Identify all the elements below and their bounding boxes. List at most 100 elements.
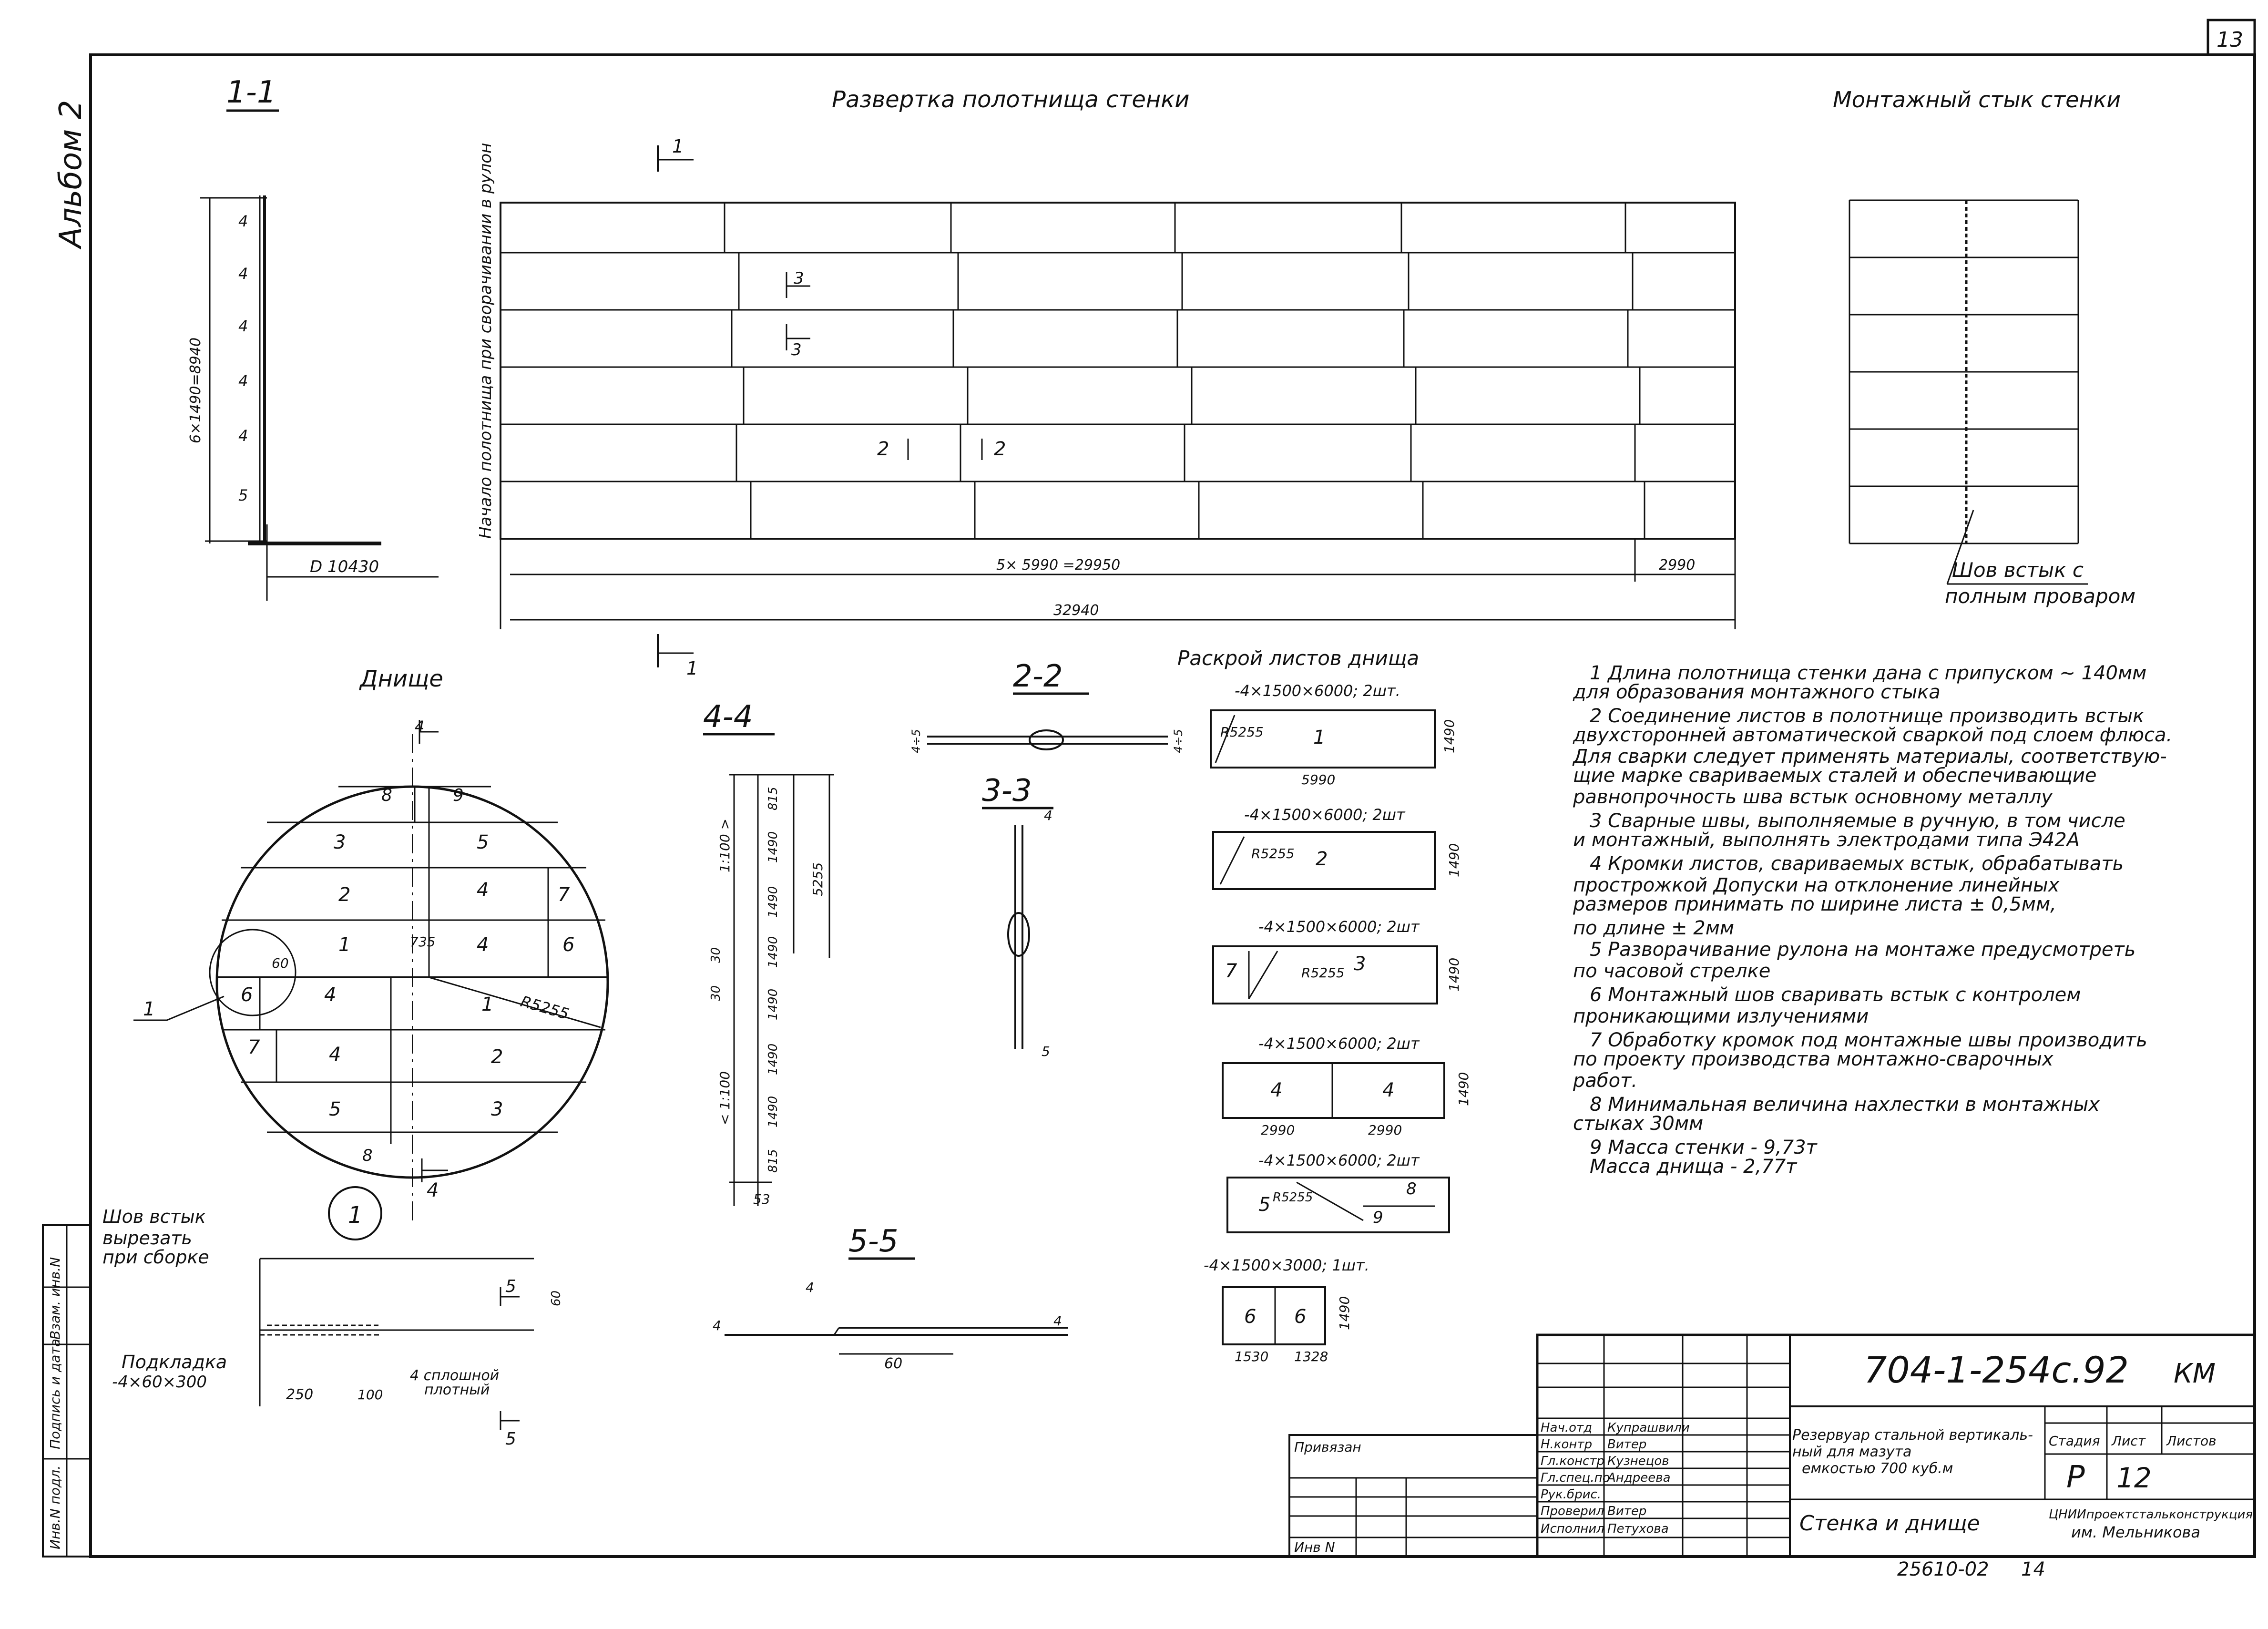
cut1-r: R5255	[1220, 724, 1264, 740]
s55-dim-60: 60	[884, 1355, 902, 1372]
name-7: Петухова	[1607, 1522, 1669, 1536]
bottom-radius: R5255	[519, 992, 571, 1023]
name-3: Кузнецов	[1607, 1454, 1669, 1468]
inv-label: Инв N	[1294, 1539, 1335, 1555]
note-line-5: Для сварки следует применять материалы, …	[1572, 746, 2167, 768]
bottom-plate-4-a: 4	[477, 879, 489, 901]
joint-title: Монтажный стык стенки	[1833, 87, 2121, 113]
sheet-header: Лист	[2111, 1433, 2146, 1449]
node1-title: 1	[348, 1202, 363, 1229]
s55-dim-left: 4	[713, 1318, 721, 1333]
bottom-plate-7-right: 7	[558, 884, 570, 906]
bottom-plate-4-c: 4	[324, 984, 336, 1006]
section-4-4: 4-4 815 1490 1490 1490 1490 1490 1490 81…	[703, 699, 834, 1207]
node1-label-solid: 4 сплошной	[410, 1367, 499, 1384]
wall-dim-2: 2990	[1659, 557, 1695, 574]
cut3-dim-w: 1490	[1446, 958, 1462, 992]
node1-label-cut: вырезать	[102, 1228, 192, 1249]
page-number: 13	[2217, 28, 2243, 52]
bottom-dim-60: 60	[272, 955, 289, 971]
s11-thk-3: 4	[238, 317, 248, 335]
note-line-6: щие марке свариваемых сталей и обеспечив…	[1573, 765, 2096, 787]
binding-label: Привязан	[1294, 1439, 1361, 1455]
s44-small-3: 53	[753, 1191, 770, 1207]
s44-slope-1: 1:100 >	[717, 819, 733, 872]
note-line-12: размеров принимать по ширине листа ± 0,5…	[1573, 893, 2056, 915]
s11-thk-5: 4	[238, 427, 248, 445]
node1-mark-5-bottom: 5	[505, 1429, 516, 1449]
wall-cut-2a: 2	[877, 438, 889, 460]
side-sign-label: Подпись и дата	[47, 1339, 63, 1449]
note-line-19: по проекту производства монтажно-сварочн…	[1573, 1048, 2053, 1070]
wall-dim-total: 32940	[1053, 602, 1099, 619]
bottom-title: Днище	[359, 666, 443, 692]
note-line-21: 8 Минимальная величина нахлестки в монта…	[1590, 1094, 2100, 1116]
assembly-joint: Монтажный стык стенки Шов встык с полным…	[1833, 87, 2135, 608]
note-line-11: прострожкой Допуски на отклонение линейн…	[1573, 874, 2060, 896]
doc-mark: КМ	[2174, 1358, 2216, 1389]
cut3-spec: -4×1500×6000; 2шт	[1258, 918, 1420, 936]
note-line-13: по длине ± 2мм	[1573, 917, 1734, 939]
cut5-part-8: 8	[1406, 1179, 1417, 1199]
note-line-18: 7 Обработку кромок под монтажные швы про…	[1590, 1029, 2147, 1051]
node1-label-backing-size: -4×60×300	[112, 1373, 207, 1392]
note-line-16: 6 Монтажный шов сваривать встык с контро…	[1590, 984, 2081, 1006]
cut3-part-3: 3	[1354, 953, 1366, 975]
cut2-dim-w: 1490	[1446, 843, 1462, 877]
bottom-cut-4-top: 4	[415, 717, 424, 736]
cut1-part: 1	[1313, 727, 1325, 748]
cut2-part: 2	[1316, 848, 1328, 870]
cut6-part-b: 6	[1294, 1306, 1306, 1328]
bottom-plate-1-bottom: 1	[481, 994, 493, 1015]
wall-cut-3b: 3	[791, 340, 802, 359]
bottom-plate-1-top: 1	[338, 934, 350, 956]
name-2: Витер	[1607, 1437, 1646, 1452]
s55-dim-top: 4	[806, 1280, 814, 1295]
s22-dim-right: 4÷5	[1172, 729, 1185, 753]
cut1-dim-len: 5990	[1301, 772, 1335, 788]
album-label: Альбом 2	[53, 100, 89, 250]
section-5-5: 5-5 4 4 4 60	[713, 1224, 1068, 1372]
role-5: Рук.брис.	[1541, 1487, 1601, 1502]
node1-dim-250: 250	[286, 1386, 313, 1403]
org-line-2: им. Мельникова	[2071, 1523, 2200, 1541]
node1-label-tight: плотный	[424, 1382, 490, 1398]
wall-development: Развертка полотнища стенки Начало полотн…	[476, 86, 1736, 679]
bottom-plate-3-bottom: 3	[491, 1098, 503, 1120]
cut6-part-a: 6	[1244, 1306, 1256, 1328]
s44-dim-5: 1490	[766, 989, 780, 1020]
note-line-3: 2 Соединение листов в полотнище производ…	[1590, 705, 2144, 727]
cut6-dim-b: 1328	[1294, 1349, 1328, 1364]
cut3-r: R5255	[1301, 965, 1345, 981]
note-line-2: для образования монтажного стыка	[1573, 681, 1941, 703]
role-6: Проверил	[1541, 1504, 1604, 1518]
bottom-cut-4-bottom: 4	[427, 1179, 439, 1201]
joint-callout-1: Шов встык с	[1952, 558, 2084, 582]
sheet-value: 12	[2116, 1462, 2152, 1494]
s11-diameter: D 10430	[310, 557, 379, 576]
cut1-spec: -4×1500×6000; 2шт.	[1235, 682, 1400, 700]
note-line-22: стыках 30мм	[1573, 1113, 1703, 1135]
side-replace-label: Взам. инв.N	[47, 1257, 63, 1340]
archive-sheet: 14	[2021, 1558, 2045, 1580]
section-1-1: 1-1 4 4 4 4 4 5 6×1490=8940 D 10430	[187, 75, 439, 601]
archive-number: 25610-02	[1897, 1558, 1989, 1580]
s44-total: 5255	[810, 862, 826, 896]
cut1-dim-w: 1490	[1441, 719, 1457, 753]
bottom-plate-6-left: 6	[241, 984, 253, 1006]
cut4-part-b: 4	[1382, 1079, 1394, 1101]
bottom-dim-735: 735	[410, 934, 435, 950]
role-2: Н.контр	[1541, 1437, 1592, 1452]
bottom-plate-5-top: 5	[477, 831, 489, 853]
s33-title: 3-3	[982, 773, 1032, 809]
bottom-plate-6-right: 6	[562, 934, 574, 956]
cut5-part-9: 9	[1373, 1208, 1383, 1227]
s44-dim-3: 1490	[766, 886, 780, 918]
s44-small-1: 30	[709, 947, 723, 963]
cut6-dim-a: 1530	[1235, 1349, 1268, 1364]
s55-dim-right: 4	[1053, 1313, 1062, 1329]
bottom-plate-2-top: 2	[338, 884, 350, 906]
wall-dim-1: 5× 5990 =29950	[996, 557, 1120, 574]
note-line-15: по часовой стрелке	[1573, 960, 1770, 982]
bottom-plate-4-d: 4	[329, 1044, 341, 1066]
